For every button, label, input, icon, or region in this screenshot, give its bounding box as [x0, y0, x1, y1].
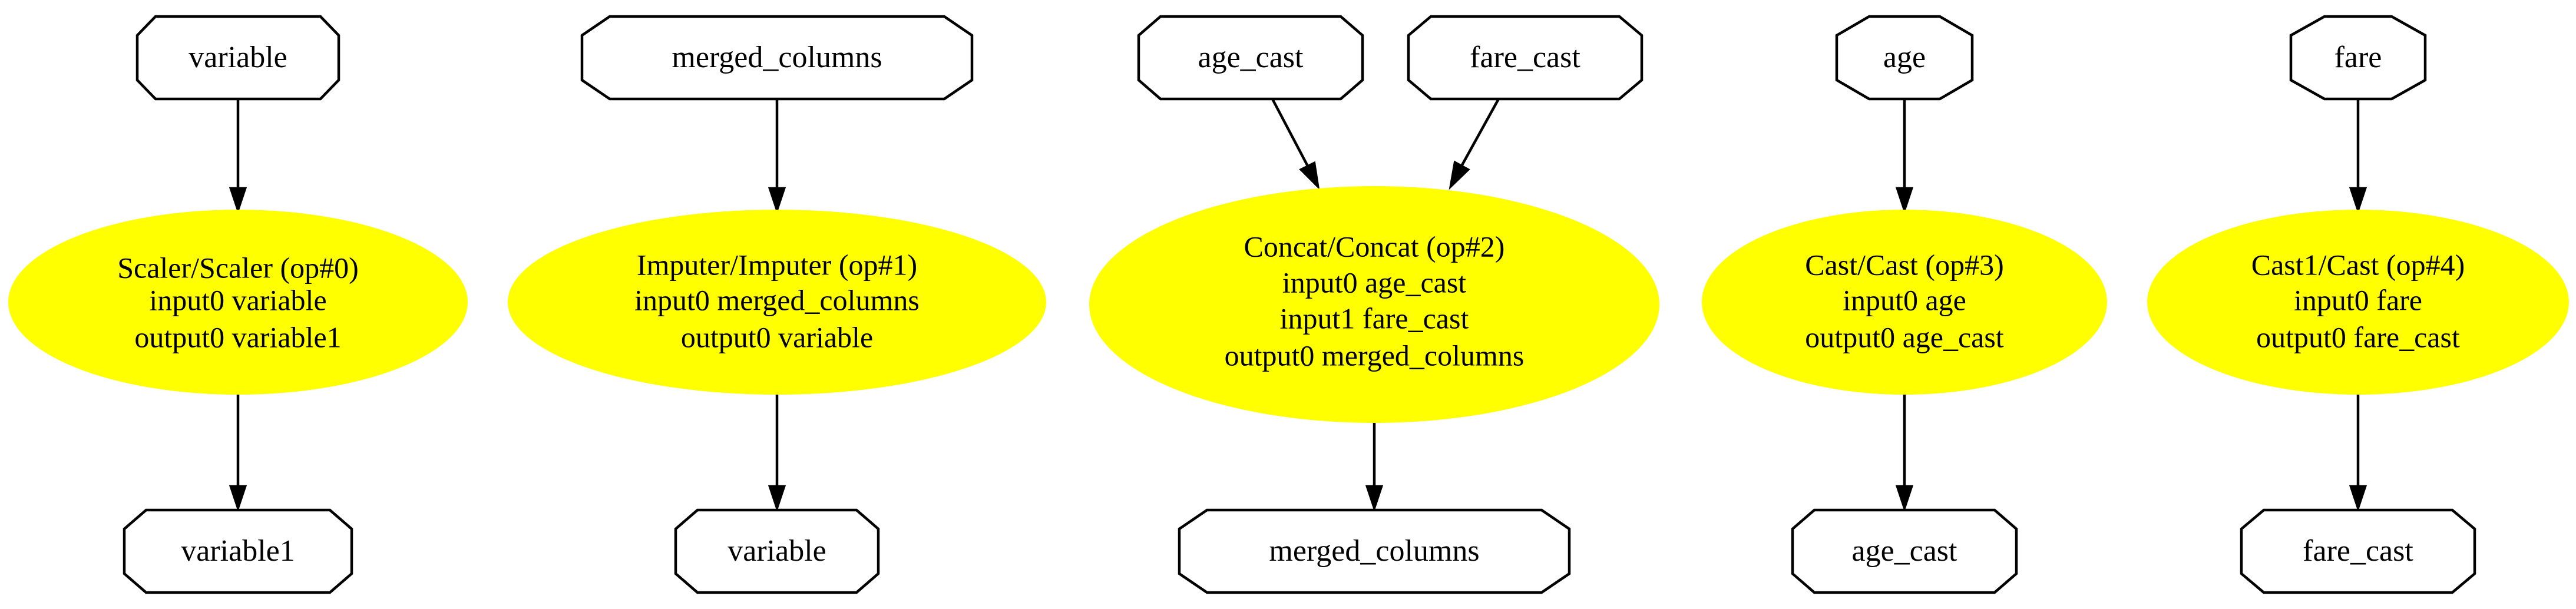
operator-input-line: input0 variable	[149, 283, 326, 316]
node-label: fare_cast	[1470, 41, 1580, 74]
output-node-merged_columns: merged_columns	[1178, 508, 1571, 594]
input-node-age: age	[1835, 15, 1974, 101]
operator-output-line: output0 age_cast	[1805, 320, 2004, 353]
edge-op4-to-fare_cast	[2349, 395, 2367, 512]
input-node-fare_cast: fare_cast	[1407, 15, 1644, 101]
operator-input-line: input0 age_cast	[1282, 266, 1467, 299]
input-node-age_cast: age_cast	[1137, 15, 1364, 101]
edge-op3-to-age_cast	[1895, 395, 1914, 512]
edge-op1-to-variable	[768, 395, 786, 512]
operator-output-line: output0 variable1	[134, 320, 341, 353]
node-label: fare_cast	[2303, 534, 2413, 568]
node-label: age	[1883, 41, 1926, 74]
edge-fare_cast-to-op2	[1449, 98, 1500, 190]
edge-age-to-op3	[1895, 99, 1914, 214]
input-node-fare: fare	[2289, 15, 2427, 101]
output-node-age_cast: age_cast	[1791, 508, 2018, 594]
output-node-variable: variable	[674, 508, 880, 594]
operator-output-line: output0 variable	[681, 320, 873, 353]
edge-op2-to-merged_columns	[1365, 423, 1384, 512]
operator-node-op0: Scaler/Scaler (op#0) input0 variable out…	[8, 210, 468, 395]
operator-input-line: input0 age	[1843, 283, 1966, 316]
operator-title: Imputer/Imputer (op#1)	[637, 248, 917, 281]
edge-fare-to-op4	[2349, 99, 2367, 214]
operator-node-op1: Imputer/Imputer (op#1) input0 merged_col…	[508, 210, 1046, 395]
output-nodes: variable1 variable merged_columns age_ca…	[123, 508, 2476, 594]
operator-output-line: output0 fare_cast	[2256, 320, 2460, 353]
operator-input-line: input1 fare_cast	[1280, 302, 1469, 335]
edge-age_cast-to-op2	[1271, 98, 1320, 190]
operator-nodes: Scaler/Scaler (op#0) input0 variable out…	[8, 186, 2569, 423]
node-label: variable	[189, 41, 287, 74]
operator-node-op2: Concat/Concat (op#2) input0 age_cast inp…	[1089, 186, 1659, 423]
node-label: merged_columns	[1269, 534, 1479, 568]
node-label: variable	[728, 534, 826, 568]
node-label: variable1	[181, 534, 295, 568]
operator-title: Scaler/Scaler (op#0)	[117, 251, 359, 284]
input-node-variable: variable	[135, 15, 340, 101]
edge-merged_columns-to-op1	[768, 99, 786, 214]
operator-output-line: output0 merged_columns	[1225, 339, 1525, 372]
operator-node-op3: Cast/Cast (op#3) input0 age output0 age_…	[1702, 210, 2107, 395]
input-nodes: variable merged_columns age_cast fare_ca…	[135, 15, 2427, 101]
operator-title: Cast1/Cast (op#4)	[2251, 248, 2465, 281]
operator-input-line: input0 fare	[2294, 283, 2422, 316]
node-label: fare	[2334, 41, 2382, 74]
edge-variable-to-op0	[229, 99, 247, 214]
edges	[229, 98, 2367, 512]
node-label: age_cast	[1851, 534, 1957, 568]
operator-title: Cast/Cast (op#3)	[1805, 248, 2003, 281]
edge-op0-to-variable1	[229, 395, 247, 512]
operator-title: Concat/Concat (op#2)	[1244, 230, 1505, 263]
node-label: merged_columns	[672, 41, 882, 74]
output-node-variable1: variable1	[123, 508, 353, 594]
output-node-fare_cast: fare_cast	[2240, 508, 2476, 594]
operator-node-op4: Cast1/Cast (op#4) input0 fare output0 fa…	[2147, 210, 2569, 395]
operator-input-line: input0 merged_columns	[634, 283, 920, 316]
input-node-merged_columns: merged_columns	[580, 15, 974, 101]
node-label: age_cast	[1198, 41, 1304, 74]
